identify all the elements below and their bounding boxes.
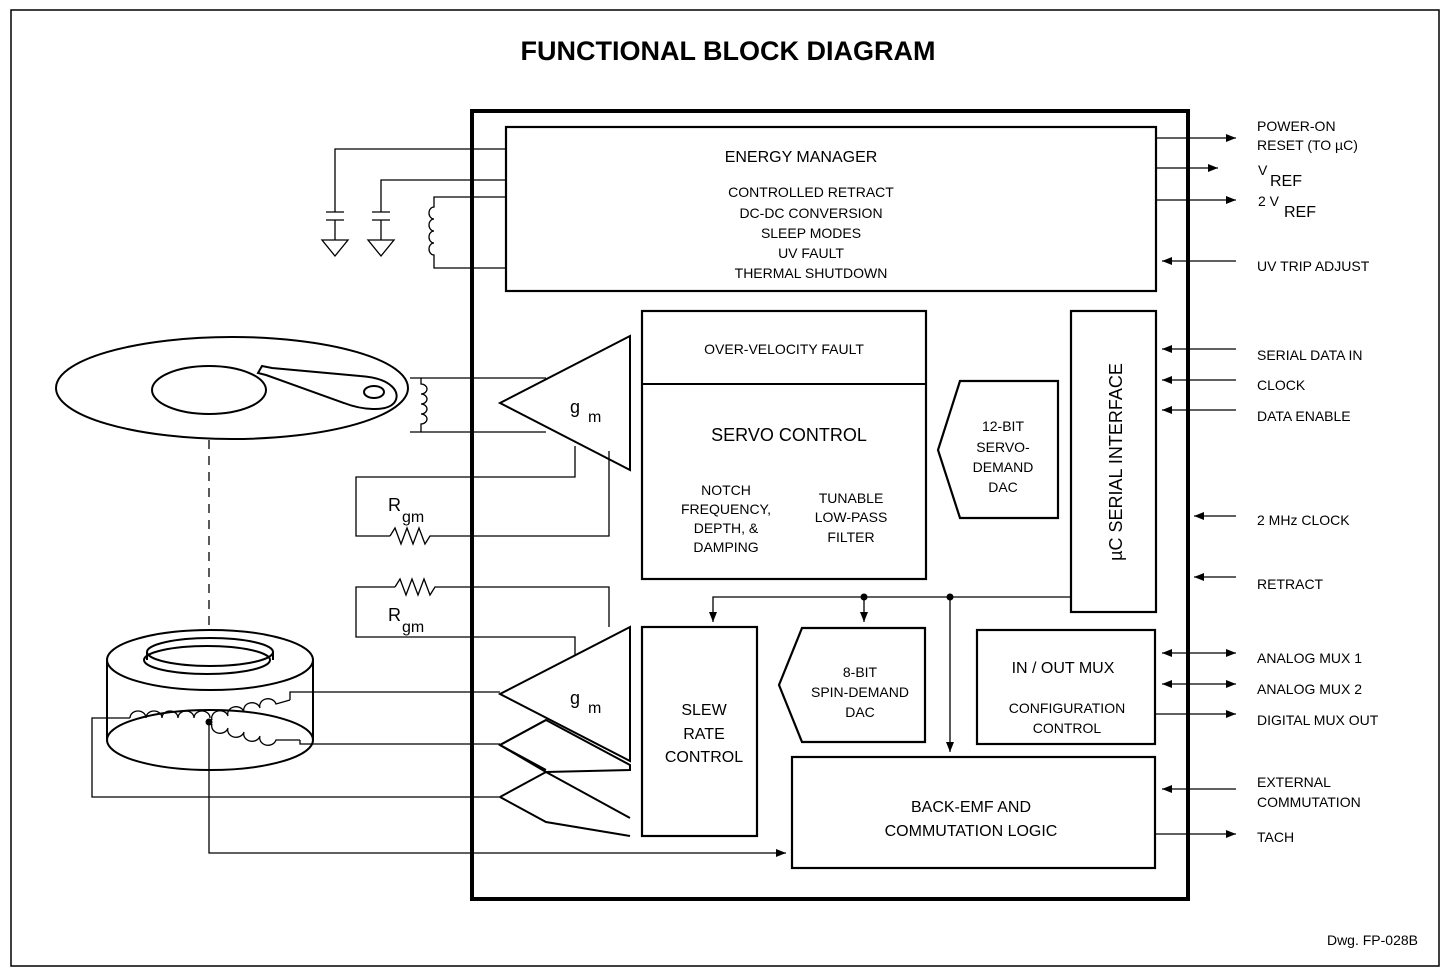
svg-text:DAC: DAC: [988, 479, 1018, 495]
svg-text:µC SERIAL INTERFACE: µC SERIAL INTERFACE: [1106, 363, 1126, 561]
svg-text:DATA ENABLE: DATA ENABLE: [1257, 408, 1351, 424]
svg-text:LOW-PASS: LOW-PASS: [815, 509, 888, 525]
rgm-lower-label: R: [388, 605, 401, 625]
energy-manager-block: ENERGY MANAGER CONTROLLED RETRACT DC-DC …: [504, 125, 1158, 293]
svg-text:m: m: [588, 700, 601, 717]
servo-control-block: OVER-VELOCITY FAULT SERVO CONTROL NOTCH …: [640, 309, 928, 581]
svg-text:RETRACT: RETRACT: [1257, 576, 1324, 592]
output-2vref: 2 V REF: [1156, 193, 1316, 221]
rgm-upper-label: R: [388, 495, 401, 515]
slew-rate-control-block: SLEW RATE CONTROL: [640, 625, 759, 838]
output-power-on-reset: POWER-ON RESET (TO µC): [1156, 118, 1358, 153]
bidir-analog-mux-2: ANALOG MUX 2: [1162, 680, 1362, 697]
svg-text:IN / OUT MUX: IN / OUT MUX: [1012, 660, 1115, 677]
output-tach: TACH: [1156, 829, 1294, 845]
svg-text:ENERGY MANAGER: ENERGY MANAGER: [725, 149, 878, 166]
spindle-gm-amplifiers: g m: [497, 625, 631, 837]
svg-text:UV TRIP ADJUST: UV TRIP ADJUST: [1257, 258, 1370, 274]
svg-text:COMMUTATION LOGIC: COMMUTATION LOGIC: [885, 823, 1058, 840]
svg-text:DAMPING: DAMPING: [693, 539, 758, 555]
svg-text:ANALOG MUX 2: ANALOG MUX 2: [1257, 681, 1362, 697]
back-emf-commutation-block: BACK-EMF AND COMMUTATION LOGIC: [790, 755, 1157, 870]
svg-text:12-BIT: 12-BIT: [982, 418, 1024, 434]
svg-text:DAC: DAC: [845, 704, 875, 720]
svg-text:2 V: 2 V: [1258, 193, 1280, 209]
disk-platter-and-actuator: [55, 336, 409, 630]
rgm-lower-resistor: [355, 577, 610, 655]
svg-text:ANALOG MUX 1: ANALOG MUX 1: [1257, 650, 1362, 666]
voice-coil-wiring: [355, 377, 610, 546]
input-external-commutation: EXTERNAL COMMUTATION: [1162, 774, 1361, 810]
servo-gm-amplifier: g m: [497, 334, 631, 472]
spindle-motor-wiring: [91, 691, 786, 857]
svg-text:8-BIT: 8-BIT: [843, 664, 878, 680]
svg-text:DC-DC CONVERSION: DC-DC CONVERSION: [739, 205, 882, 221]
uc-serial-interface: µC SERIAL INTERFACE: [1069, 309, 1158, 614]
input-data-enable: DATA ENABLE: [1162, 406, 1351, 424]
svg-text:m: m: [588, 409, 601, 426]
svg-text:TUNABLE: TUNABLE: [819, 490, 884, 506]
spin-demand-dac: 8-BIT SPIN-DEMAND DAC: [777, 626, 927, 744]
svg-text:POWER-ON: POWER-ON: [1257, 118, 1336, 134]
svg-text:CLOCK: CLOCK: [1257, 377, 1306, 393]
page-frame: [10, 9, 1440, 967]
svg-text:THERMAL SHUTDOWN: THERMAL SHUTDOWN: [735, 265, 888, 281]
input-uv-trip-adjust: UV TRIP ADJUST: [1162, 257, 1370, 274]
input-clock: CLOCK: [1162, 376, 1306, 393]
bidir-analog-mux-1: ANALOG MUX 1: [1162, 649, 1362, 666]
input-retract: RETRACT: [1194, 573, 1324, 592]
output-digital-mux-out: DIGITAL MUX OUT: [1156, 710, 1379, 728]
diagram-title: FUNCTIONAL BLOCK DIAGRAM: [521, 36, 936, 66]
svg-text:CONFIGURATION: CONFIGURATION: [1009, 700, 1125, 716]
svg-text:FILTER: FILTER: [827, 529, 874, 545]
svg-text:UV FAULT: UV FAULT: [778, 245, 844, 261]
input-serial-data-in: SERIAL DATA IN: [1162, 345, 1363, 363]
svg-text:V: V: [1258, 162, 1268, 178]
svg-text:CONTROLLED RETRACT: CONTROLLED RETRACT: [728, 184, 894, 200]
svg-text:gm: gm: [402, 509, 424, 526]
svg-text:CONTROL: CONTROL: [665, 749, 743, 766]
svg-text:BACK-EMF AND: BACK-EMF AND: [911, 799, 1031, 816]
svg-text:EXTERNAL: EXTERNAL: [1257, 774, 1331, 790]
spindle-motor: [106, 629, 314, 771]
svg-text:2 MHz CLOCK: 2 MHz CLOCK: [1257, 512, 1350, 528]
svg-text:g: g: [570, 688, 580, 708]
svg-text:FREQUENCY,: FREQUENCY,: [681, 501, 771, 517]
svg-text:DIGITAL MUX OUT: DIGITAL MUX OUT: [1257, 712, 1379, 728]
output-vref: V REF: [1156, 162, 1302, 190]
svg-text:CONTROL: CONTROL: [1033, 720, 1102, 736]
svg-text:gm: gm: [402, 619, 424, 636]
svg-text:NOTCH: NOTCH: [701, 482, 751, 498]
drawing-number: Dwg. FP-028B: [1327, 932, 1418, 948]
svg-text:SERVO CONTROL: SERVO CONTROL: [711, 425, 867, 445]
svg-text:DEPTH, &: DEPTH, &: [694, 520, 759, 536]
in-out-mux-block: IN / OUT MUX CONFIGURATION CONTROL: [975, 628, 1157, 746]
svg-text:SPIN-DEMAND: SPIN-DEMAND: [811, 684, 909, 700]
svg-text:SERVO-: SERVO-: [976, 439, 1030, 455]
svg-text:REF: REF: [1270, 173, 1302, 190]
svg-text:RATE: RATE: [683, 726, 724, 743]
svg-text:SLEW: SLEW: [681, 702, 727, 719]
svg-text:REF: REF: [1284, 204, 1316, 221]
servo-demand-dac: 12-BIT SERVO- DEMAND DAC: [936, 379, 1060, 520]
energy-external-components: [320, 148, 506, 269]
over-velocity-fault-label: OVER-VELOCITY FAULT: [704, 341, 864, 357]
svg-text:SLEEP MODES: SLEEP MODES: [761, 225, 861, 241]
svg-text:COMMUTATION: COMMUTATION: [1257, 794, 1361, 810]
svg-text:g: g: [570, 397, 580, 417]
input-2mhz-clock: 2 MHz CLOCK: [1194, 512, 1350, 528]
internal-control-bus: [709, 593, 1071, 752]
svg-text:DEMAND: DEMAND: [973, 459, 1034, 475]
svg-text:RESET (TO µC): RESET (TO µC): [1257, 137, 1358, 153]
svg-text:TACH: TACH: [1257, 829, 1294, 845]
svg-text:SERIAL DATA IN: SERIAL DATA IN: [1257, 347, 1363, 363]
